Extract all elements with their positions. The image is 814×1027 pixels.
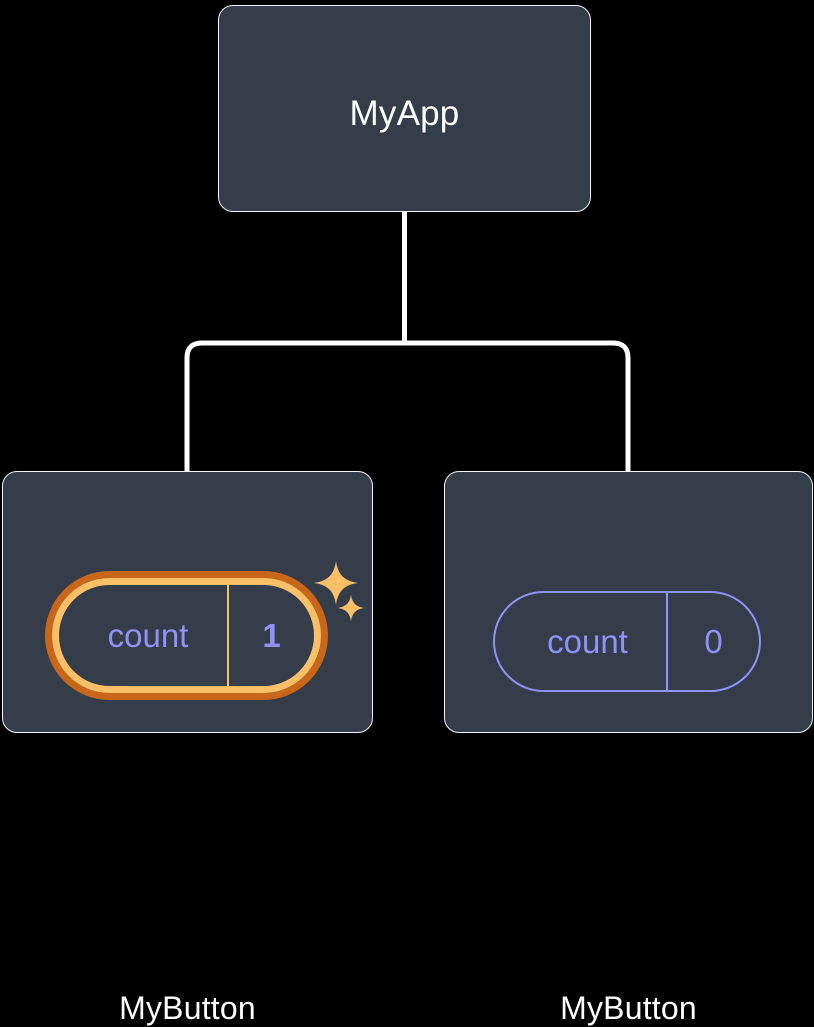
state-pill-plain[interactable]: count 0 xyxy=(493,591,761,692)
state-pill-inner-ring: count 1 xyxy=(52,578,321,693)
component-name-label: MyButton xyxy=(119,990,256,1026)
component-tree-diagram: MyApp MyButton count 1 MyButton count 0 xyxy=(2,5,813,1026)
component-name-label: MyApp xyxy=(349,94,460,133)
state-pill-highlighted[interactable]: count 1 xyxy=(45,571,328,700)
sparkle-large-icon xyxy=(313,560,359,606)
state-value-label: 1 xyxy=(262,616,281,654)
state-value-label: 0 xyxy=(704,622,723,660)
state-name-label: count xyxy=(495,593,668,690)
connector-branch-right xyxy=(404,340,631,471)
state-name-label: count xyxy=(59,585,229,686)
connector-branch-left xyxy=(184,340,405,471)
sparkle-small-icon xyxy=(337,594,365,622)
component-name-label: MyButton xyxy=(560,990,697,1026)
component-node-myapp[interactable]: MyApp xyxy=(218,5,591,212)
